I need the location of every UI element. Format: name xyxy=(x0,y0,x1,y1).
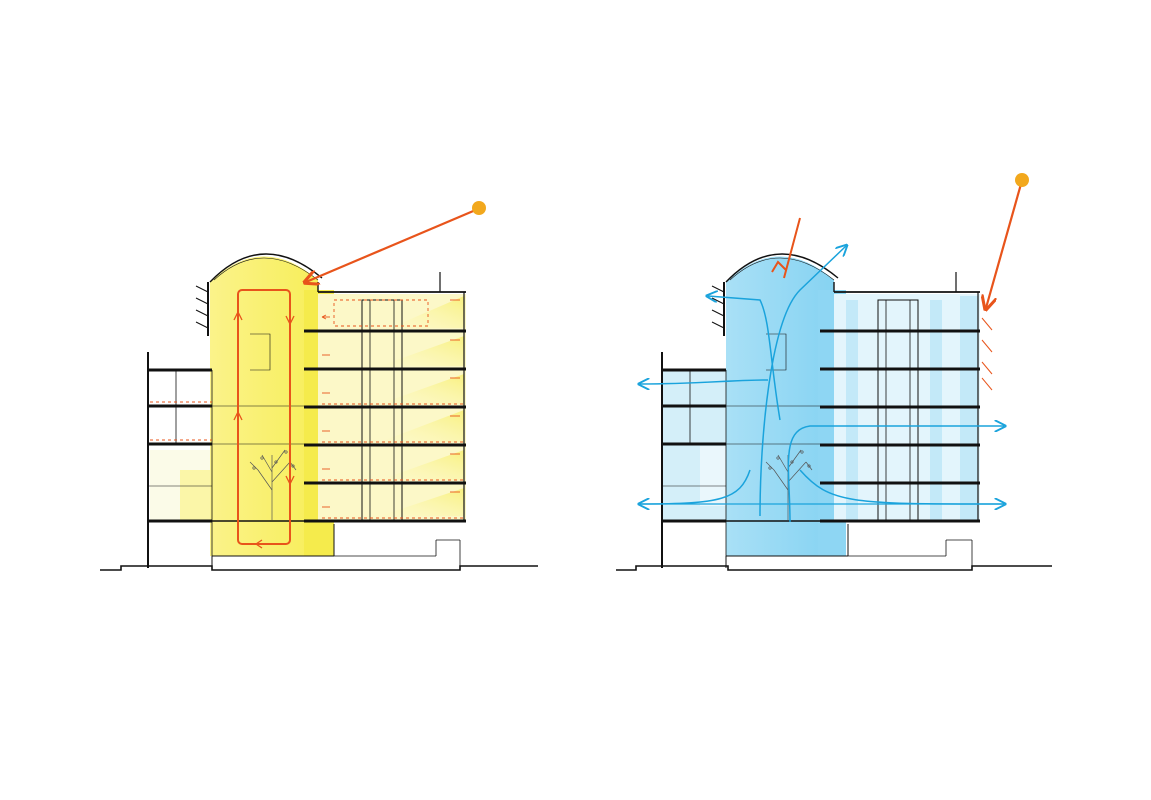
ground-line xyxy=(616,565,1052,571)
hot-air-exhaust xyxy=(783,217,801,279)
building-structure xyxy=(147,253,466,568)
roof-shading-fins xyxy=(711,285,725,329)
left-volume-light xyxy=(700,446,726,506)
wall-heat-arrows xyxy=(321,299,460,508)
loop-arrows xyxy=(233,310,295,549)
sun-icon xyxy=(1015,173,1029,187)
sunlit-patch xyxy=(180,470,212,520)
section-diagram-heating xyxy=(100,201,538,571)
ground-line xyxy=(100,565,538,571)
sun-ray xyxy=(306,207,479,282)
sun-beams xyxy=(380,296,464,516)
heat-distribution-lines xyxy=(150,299,464,519)
sun-icon xyxy=(472,201,486,215)
airflow-arrows xyxy=(640,246,1004,523)
dwelling-cool-bands xyxy=(846,296,978,522)
roof-shading-fins xyxy=(195,285,209,329)
sun-ray xyxy=(986,183,1023,308)
tree-icon xyxy=(249,449,297,520)
exhaust-arrowhead xyxy=(771,260,787,273)
building-structure xyxy=(661,253,980,568)
section-diagram-ventilation xyxy=(616,173,1052,571)
facade-louvres xyxy=(981,317,993,391)
convection-loop xyxy=(237,289,291,545)
